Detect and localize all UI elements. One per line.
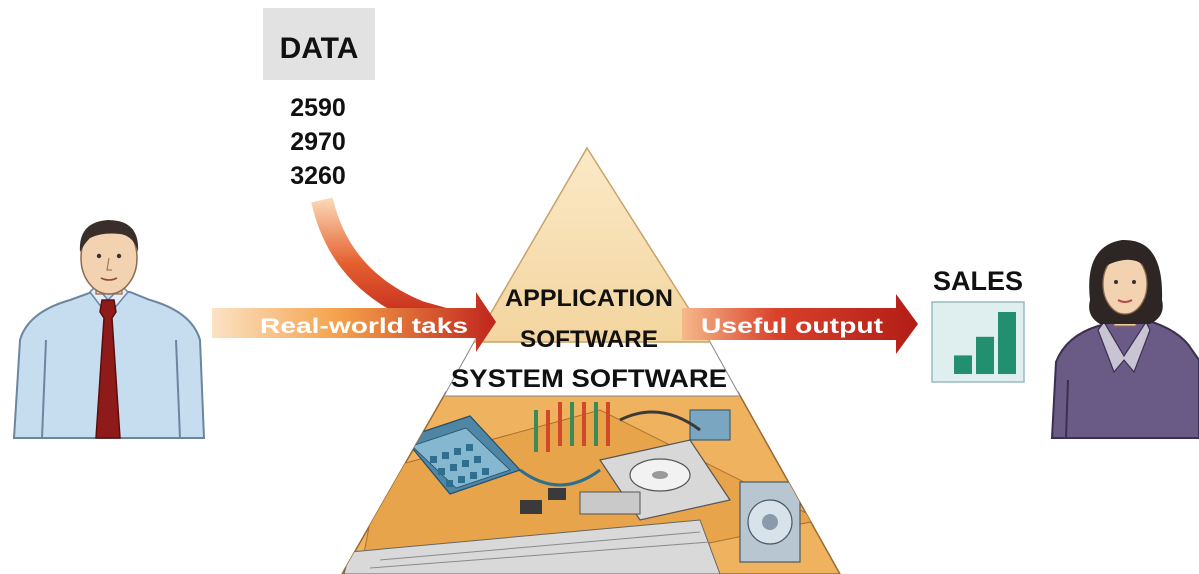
sales-bar (976, 336, 994, 374)
input-arrow: Real-world taks (212, 292, 496, 352)
software-pyramid: SYSTEM SOFTWARE (341, 146, 841, 574)
data-input-group: DATA 2590 2970 3260 (263, 8, 375, 190)
sales-title: SALES (933, 266, 1023, 296)
output-arrow: Useful output (682, 294, 918, 354)
data-box (263, 8, 375, 80)
man-user-figure (12, 220, 206, 439)
application-label-line1: APPLICATION (505, 285, 673, 312)
data-value: 3260 (290, 162, 346, 190)
woman-user-figure (1050, 239, 1199, 439)
sales-output-panel: SALES (931, 266, 1025, 383)
application-software-layer (472, 146, 712, 343)
data-flow-arrow (311, 197, 473, 337)
data-value: 2590 (290, 94, 346, 122)
sales-bar-group (954, 312, 1016, 374)
sales-bar (998, 312, 1016, 374)
sales-bar (954, 355, 972, 374)
computer-hardware-icon (343, 402, 822, 574)
input-arrow-label: Real-world taks (260, 315, 468, 338)
data-value: 2970 (290, 128, 346, 156)
tie-icon (95, 299, 121, 439)
system-software-label: SYSTEM SOFTWARE (451, 365, 727, 393)
data-title: DATA (280, 32, 359, 65)
output-arrow-label: Useful output (701, 315, 883, 338)
application-label-line2: SOFTWARE (520, 326, 658, 353)
